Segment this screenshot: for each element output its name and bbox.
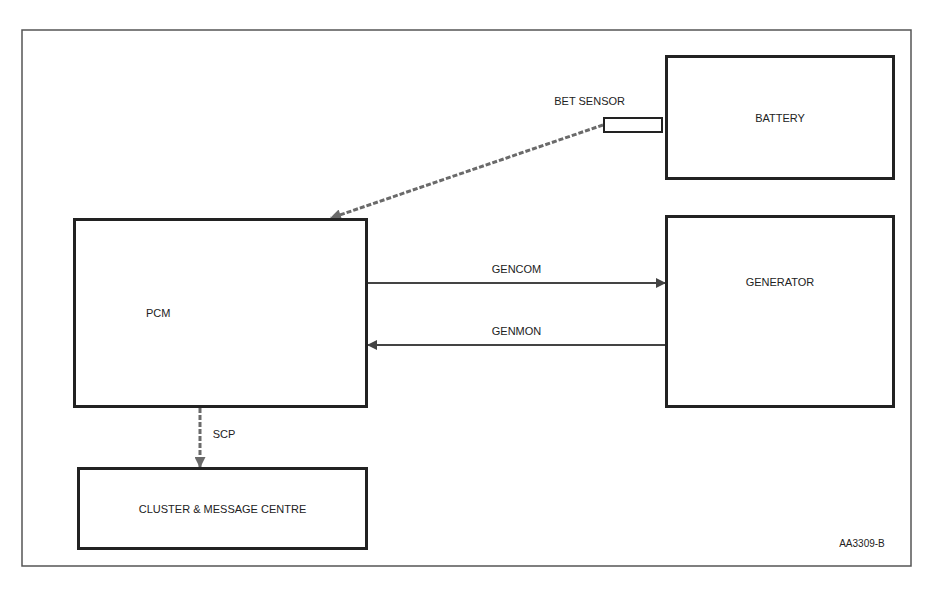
signal-name: GENCOM [490, 263, 544, 275]
sensor-line [331, 125, 603, 218]
node-text: BET SENSOR [554, 95, 625, 107]
battery-box: BATTERY [665, 55, 895, 180]
outer-frame [22, 30, 911, 566]
figure-code: AA3309-B [839, 538, 885, 549]
node-text: CLUSTER & MESSAGE CENTRE [139, 503, 306, 515]
cluster-box: CLUSTER & MESSAGE CENTRE [77, 467, 368, 550]
node-text: PCM [146, 307, 170, 319]
signal-arrow [368, 282, 665, 284]
signal-name: GENMON [490, 325, 544, 337]
node-text: GENERATOR [746, 276, 815, 288]
sensor-box: BET SENSOR [603, 117, 663, 133]
module-box: PCM [73, 218, 368, 408]
generator-box: GENERATOR [665, 215, 895, 408]
signal-name: SCP [211, 428, 238, 440]
bus-arrow [199, 408, 202, 467]
signal-arrow [368, 344, 665, 346]
node-text: BATTERY [755, 112, 805, 124]
